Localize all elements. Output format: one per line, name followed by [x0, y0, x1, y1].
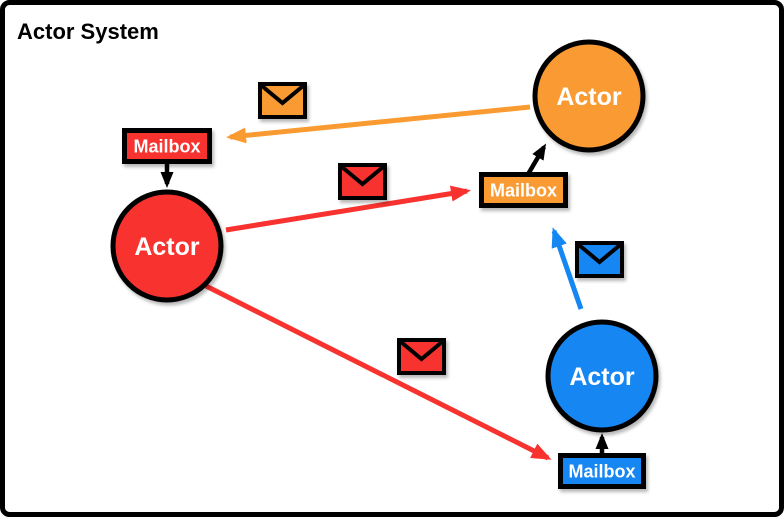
actor-node-blue: Actor: [545, 319, 659, 433]
envelope-icon: [338, 163, 387, 200]
actor-label: Actor: [556, 83, 622, 111]
envelope-icon: [575, 241, 624, 278]
mailbox-box: [479, 172, 568, 208]
actor-circle: [545, 319, 659, 433]
red-message-arrow-to-blue-mailbox: [204, 283, 552, 461]
mailbox-label: Mailbox: [490, 181, 557, 201]
envelope-flap: [399, 340, 444, 362]
actor-node-orange: Actor: [532, 39, 646, 153]
mailbox-node-red: Mailbox: [122, 128, 212, 164]
mailbox-box: [558, 453, 646, 489]
mailbox-node-orange: Mailbox: [479, 172, 568, 208]
actor-node-red: Actor: [110, 189, 224, 303]
envelope-icon: [397, 338, 446, 375]
red-message-arrow-to-orange-mailbox: [225, 185, 471, 233]
actor-circle: [110, 189, 224, 303]
actor-label: Actor: [134, 233, 200, 261]
orange-mailbox-to-actor-connector: [525, 143, 547, 178]
diagram-title: Actor System: [17, 19, 159, 44]
envelope-flap: [260, 84, 305, 106]
actor-label: Actor: [569, 363, 635, 391]
orange-message-arrow: [226, 104, 531, 144]
mailbox-box: [122, 128, 212, 164]
envelope-flap: [577, 243, 622, 265]
mailbox-label: Mailbox: [133, 137, 200, 157]
actor-circle: [532, 39, 646, 153]
envelope-icon: [258, 82, 307, 119]
mailbox-node-blue: Mailbox: [558, 453, 646, 489]
envelope-flap: [340, 165, 385, 187]
mailbox-label: Mailbox: [568, 462, 635, 482]
blue-message-arrow: [551, 227, 584, 310]
